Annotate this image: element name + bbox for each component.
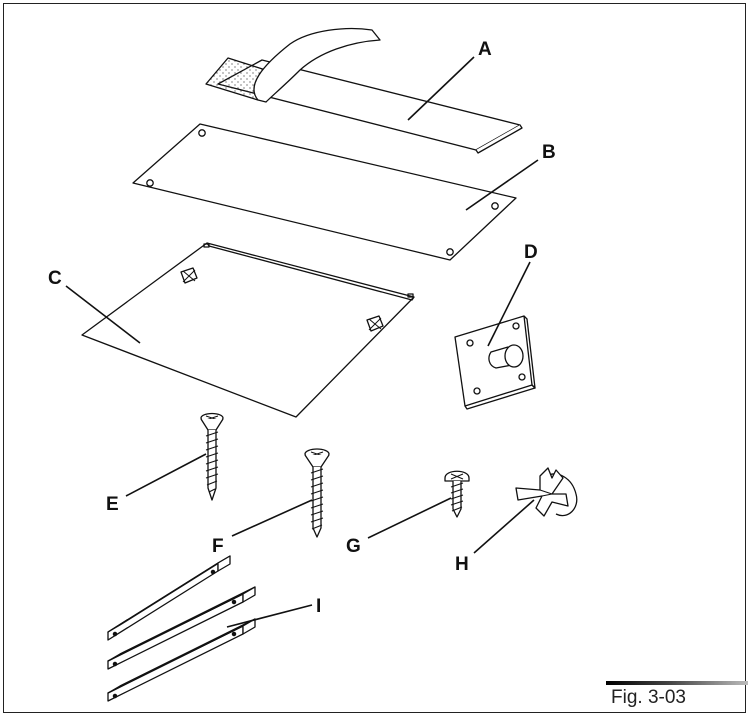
label-a: A [478, 39, 492, 60]
leader-line-b [465, 159, 539, 211]
part-b-panel [132, 123, 517, 261]
part-g-pan-screw [444, 470, 470, 518]
figure-frame [3, 3, 746, 713]
leader-line-d [487, 261, 531, 347]
part-i-spacer-bars [107, 555, 256, 702]
figure-caption: Fig. 3-03 [611, 687, 686, 708]
label-c: C [48, 268, 62, 289]
spacer-bar [107, 586, 256, 670]
label-e: E [106, 494, 119, 515]
spacer-bar [107, 555, 231, 641]
part-h-cross-clip [515, 467, 578, 517]
leader-line-a [407, 56, 475, 121]
hole [446, 248, 454, 256]
caption-bar [606, 681, 748, 685]
label-g: G [346, 536, 361, 557]
hole [146, 179, 154, 187]
part-e-screw [200, 412, 224, 501]
hole [198, 129, 206, 137]
part-f-long-screw [304, 448, 330, 538]
square-marker [180, 267, 198, 284]
label-d: D [524, 242, 538, 263]
leader-lines [65, 56, 539, 628]
label-b: B [542, 142, 556, 163]
part-c-sheet [81, 242, 415, 418]
square-marker [366, 315, 384, 332]
part-a-adhesive-strip [205, 27, 523, 154]
leader-line-e [125, 453, 207, 497]
leader-line-g [367, 497, 452, 539]
hole [491, 202, 499, 210]
leader-line-f [231, 499, 313, 537]
leader-line-h [473, 499, 535, 554]
part-d-mounting-plate [454, 315, 536, 410]
leader-line-c [65, 285, 141, 344]
label-f: F [212, 536, 224, 557]
leader-line-i [226, 604, 313, 628]
label-h: H [455, 554, 469, 575]
label-i: I [316, 596, 321, 617]
